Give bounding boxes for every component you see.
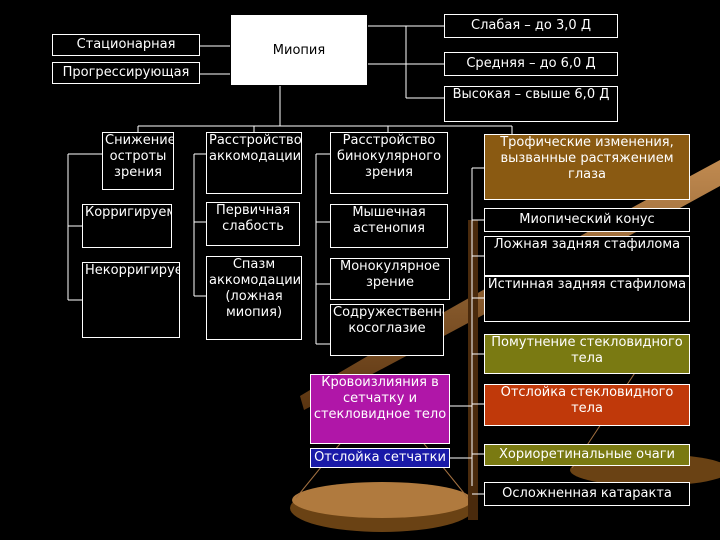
col3-monocular: Монокулярное зрение: [330, 258, 450, 300]
scale-post: [468, 220, 478, 520]
degree-medium: Средняя – до 6,0 Д: [444, 52, 618, 76]
retina-detachment: Отслойка сетчатки: [310, 448, 450, 468]
retina-hemorrhage: Кровоизлияния в сетчатку и стекловидное …: [310, 374, 450, 444]
degree-high: Высокая – свыше 6,0 Д: [444, 86, 618, 122]
degree-weak: Слабая – до 3,0 Д: [444, 14, 618, 38]
col4-chorioretinal-foci: Хориоретинальные очаги: [484, 444, 690, 466]
col4-vitreous-detachment: Отслойка стекловидного тела: [484, 384, 690, 426]
type-stationary: Стационарная: [52, 34, 200, 56]
col2-primary-weakness: Первичная слабость: [206, 202, 300, 246]
col1-correctable: Корригируемое: [82, 204, 172, 248]
col3-strabismus: Содружественное косоглазие: [330, 304, 444, 356]
col3-muscular-asthenopia: Мышечная астенопия: [330, 204, 448, 248]
col4-head: Трофические изменения, вызванные растяже…: [484, 134, 690, 200]
col4-true-staphyloma: Истинная задняя стафилома: [484, 276, 690, 322]
col4-false-staphyloma: Ложная задняя стафилома: [484, 236, 690, 276]
col4-complicated-cataract: Осложненная катаракта: [484, 482, 690, 506]
col2-head: Расстройство аккомодации: [206, 132, 302, 194]
col4-vitreous-opacity: Помутнение стекловидного тела: [484, 334, 690, 374]
col4-myopic-cone: Миопический конус: [484, 208, 690, 232]
center-myopia: Миопия: [230, 14, 368, 86]
col1-head: Снижение остроты зрения: [102, 132, 174, 190]
col3-head: Расстройство бинокулярного зрения: [330, 132, 448, 194]
col2-spasm: Спазм аккомодации (ложная миопия): [206, 256, 302, 340]
type-progressive: Прогрессирующая: [52, 62, 200, 84]
col1-uncorrectable: Некорригируемое: [82, 262, 180, 338]
